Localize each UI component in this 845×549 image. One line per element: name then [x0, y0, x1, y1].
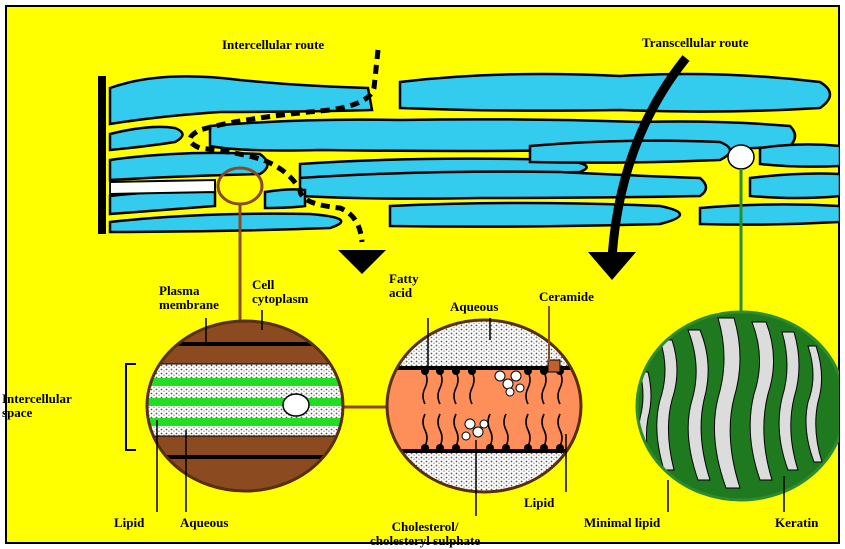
lipid-label-middle: Lipid: [524, 496, 554, 510]
aqueous-label-left: Aqueous: [180, 516, 228, 530]
intercellular-gap: [110, 180, 215, 194]
intercellular-route-label: Intercellular route: [222, 38, 324, 52]
lipid-label-left: Lipid: [114, 516, 144, 530]
minimal-lipid-label: Minimal lipid: [584, 516, 660, 530]
cholesterol-label: Cholesterol/ cholesteryl sulphate: [370, 520, 480, 548]
fatty-acid-label: Fatty acid: [389, 272, 419, 300]
ceramide-label: Ceramide: [539, 290, 594, 304]
keratin-magnifier: [728, 145, 754, 169]
plasma-membrane-label: Plasma membrane: [159, 284, 219, 312]
intercellular-space-label: Intercellular space: [2, 392, 72, 420]
keratin-label: Keratin: [775, 516, 818, 530]
cell-cytoplasm-label: Cell cytoplasm: [252, 278, 308, 306]
transcellular-route-label: Transcellular route: [642, 36, 749, 50]
aqueous-label-middle: Aqueous: [450, 300, 498, 314]
